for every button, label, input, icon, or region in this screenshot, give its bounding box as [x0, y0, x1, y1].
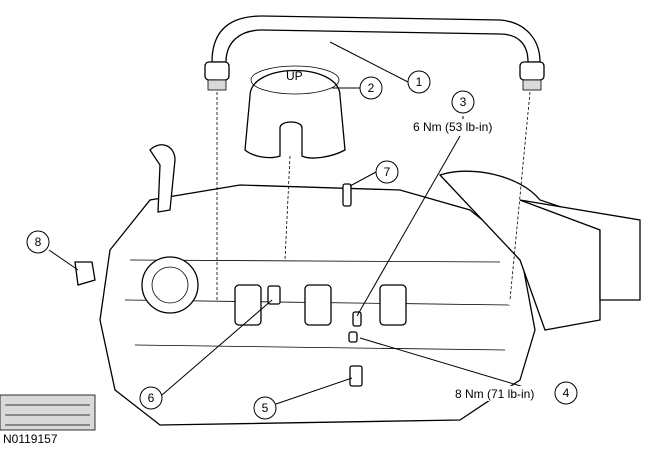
callout-7: 7	[375, 160, 399, 184]
callout-1: 1	[407, 70, 431, 94]
callout-2: 2	[359, 76, 383, 100]
callout-6: 6	[139, 386, 163, 410]
callout-4-number: 4	[563, 386, 570, 400]
callout-2-number: 2	[368, 81, 375, 95]
engine-block	[0, 91, 641, 431]
torque-label-item3: 6 Nm (53 lb-in)	[413, 120, 492, 134]
callout-3: 3	[451, 90, 475, 114]
ignition-coil-1	[234, 284, 262, 326]
ignition-coil-3	[379, 284, 407, 326]
callout-4: 4	[554, 381, 578, 405]
coil-cover: UP	[244, 65, 346, 159]
small-parts	[74, 183, 363, 387]
connector-6	[267, 285, 281, 305]
callout-1-number: 1	[416, 75, 423, 89]
bracket-8	[74, 261, 96, 286]
ignition-coil-2	[304, 284, 332, 326]
callout-3-number: 3	[460, 95, 467, 109]
callout-5-number: 5	[262, 401, 269, 415]
oil-filler-cap	[141, 256, 199, 314]
leader-lines	[48, 41, 545, 405]
bolt-3	[352, 311, 362, 327]
callout-7-number: 7	[384, 165, 391, 179]
callout-5: 5	[253, 396, 277, 420]
callout-8-number: 8	[35, 235, 42, 249]
cover-up-text: UP	[286, 69, 303, 83]
breather-tube	[204, 15, 545, 91]
callout-6-number: 6	[148, 391, 155, 405]
sensor-5	[349, 365, 363, 387]
bolt-4	[348, 331, 358, 343]
callout-8: 8	[26, 230, 50, 254]
sensor-7	[342, 183, 352, 207]
figure-id: N0119157	[3, 432, 58, 446]
torque-label-item4: 8 Nm (71 lb-in)	[455, 387, 534, 401]
